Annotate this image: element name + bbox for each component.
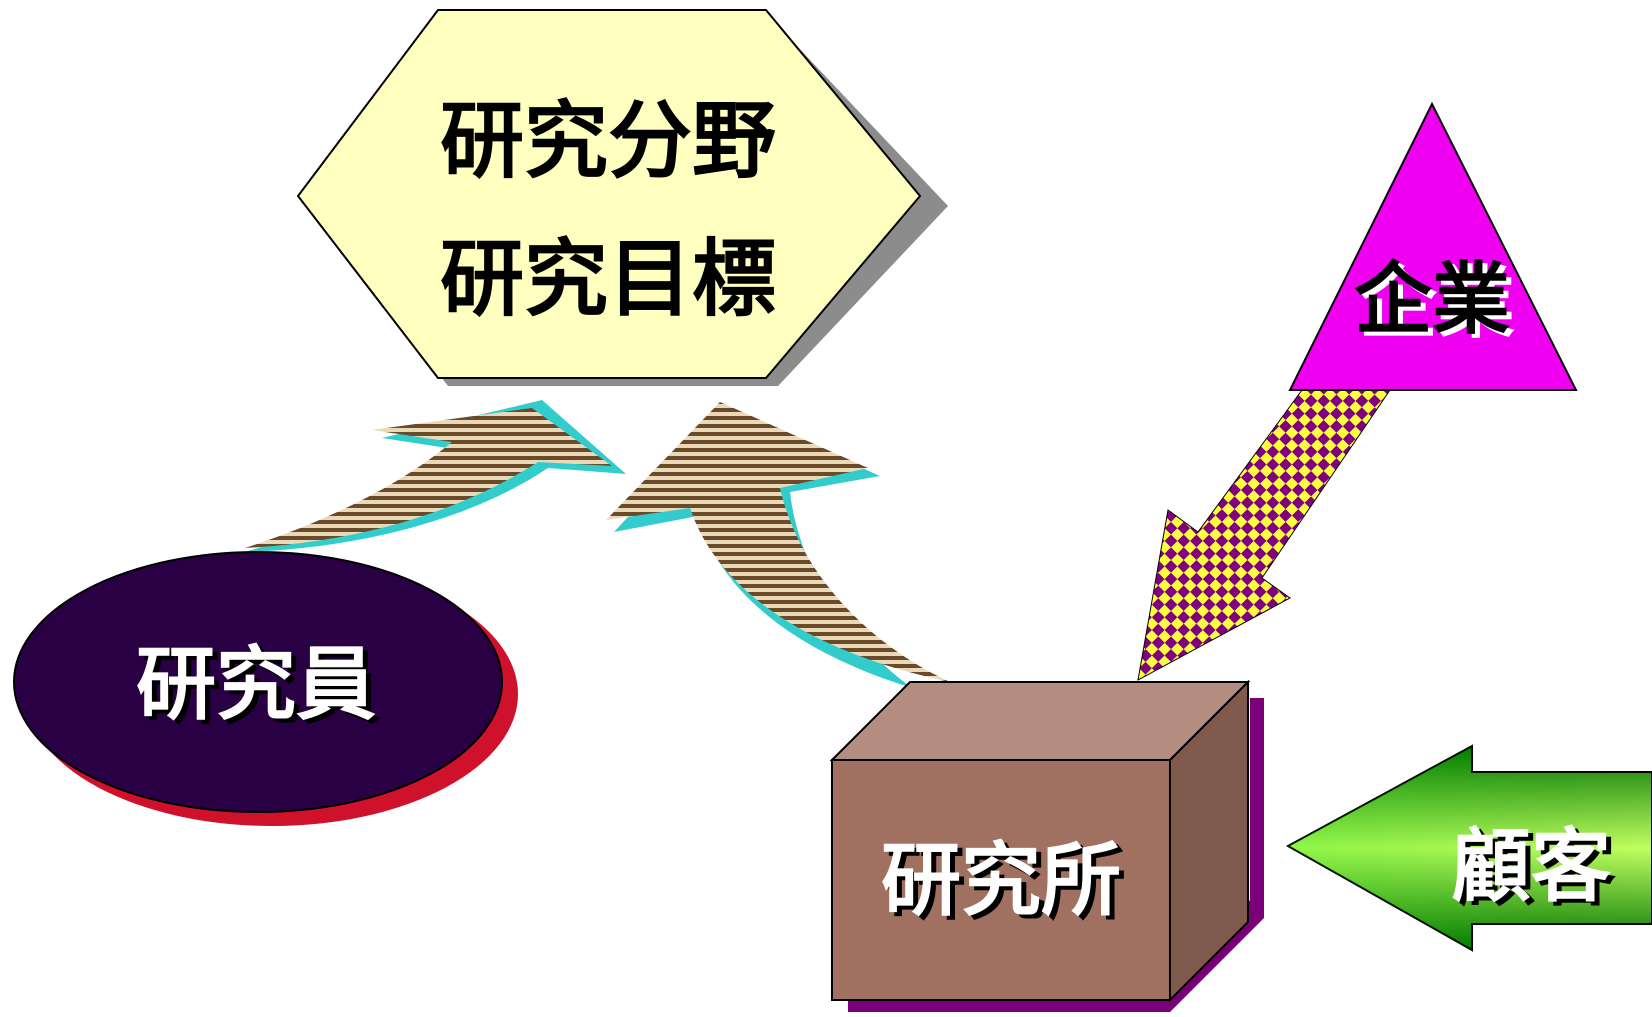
research-field-hexagon: 研究分野 研究目標	[296, 9, 948, 386]
researcher-label: 研究員	[136, 638, 376, 731]
hexagon-body	[296, 9, 922, 379]
researcher-label-shadow: 研究員	[141, 642, 381, 735]
customer-arrow: 顧客 顧客	[1285, 744, 1652, 952]
hexagon-label-line1: 研究分野	[440, 92, 776, 190]
striped-arrow-right	[606, 402, 950, 688]
company-label: 企業	[1354, 255, 1510, 345]
checker-arrow-body	[1137, 389, 1391, 681]
company-label-shadow: 企業	[1359, 259, 1515, 349]
researcher-ellipse	[13, 551, 503, 813]
checker-arrow	[1137, 389, 1391, 681]
institute-label-shadow: 研究所	[886, 838, 1126, 931]
institute-node: 研究所 研究所	[829, 679, 1264, 1012]
striped-arrow-left-body	[245, 408, 612, 548]
company-node: 企業 企業	[1288, 101, 1578, 391]
striped-arrow-right-body	[606, 402, 950, 682]
customer-arrow-highlight	[1288, 746, 1652, 950]
customer-label: 顧客	[1451, 820, 1611, 913]
striped-arrow-left	[245, 400, 626, 552]
researcher-node: 研究員 研究員	[13, 551, 518, 826]
hexagon-label-line2: 研究目標	[440, 230, 776, 328]
customer-label-shadow: 顧客	[1456, 824, 1616, 917]
company-triangle	[1288, 101, 1578, 391]
institute-front-face	[831, 759, 1171, 1001]
institute-label: 研究所	[881, 834, 1121, 927]
